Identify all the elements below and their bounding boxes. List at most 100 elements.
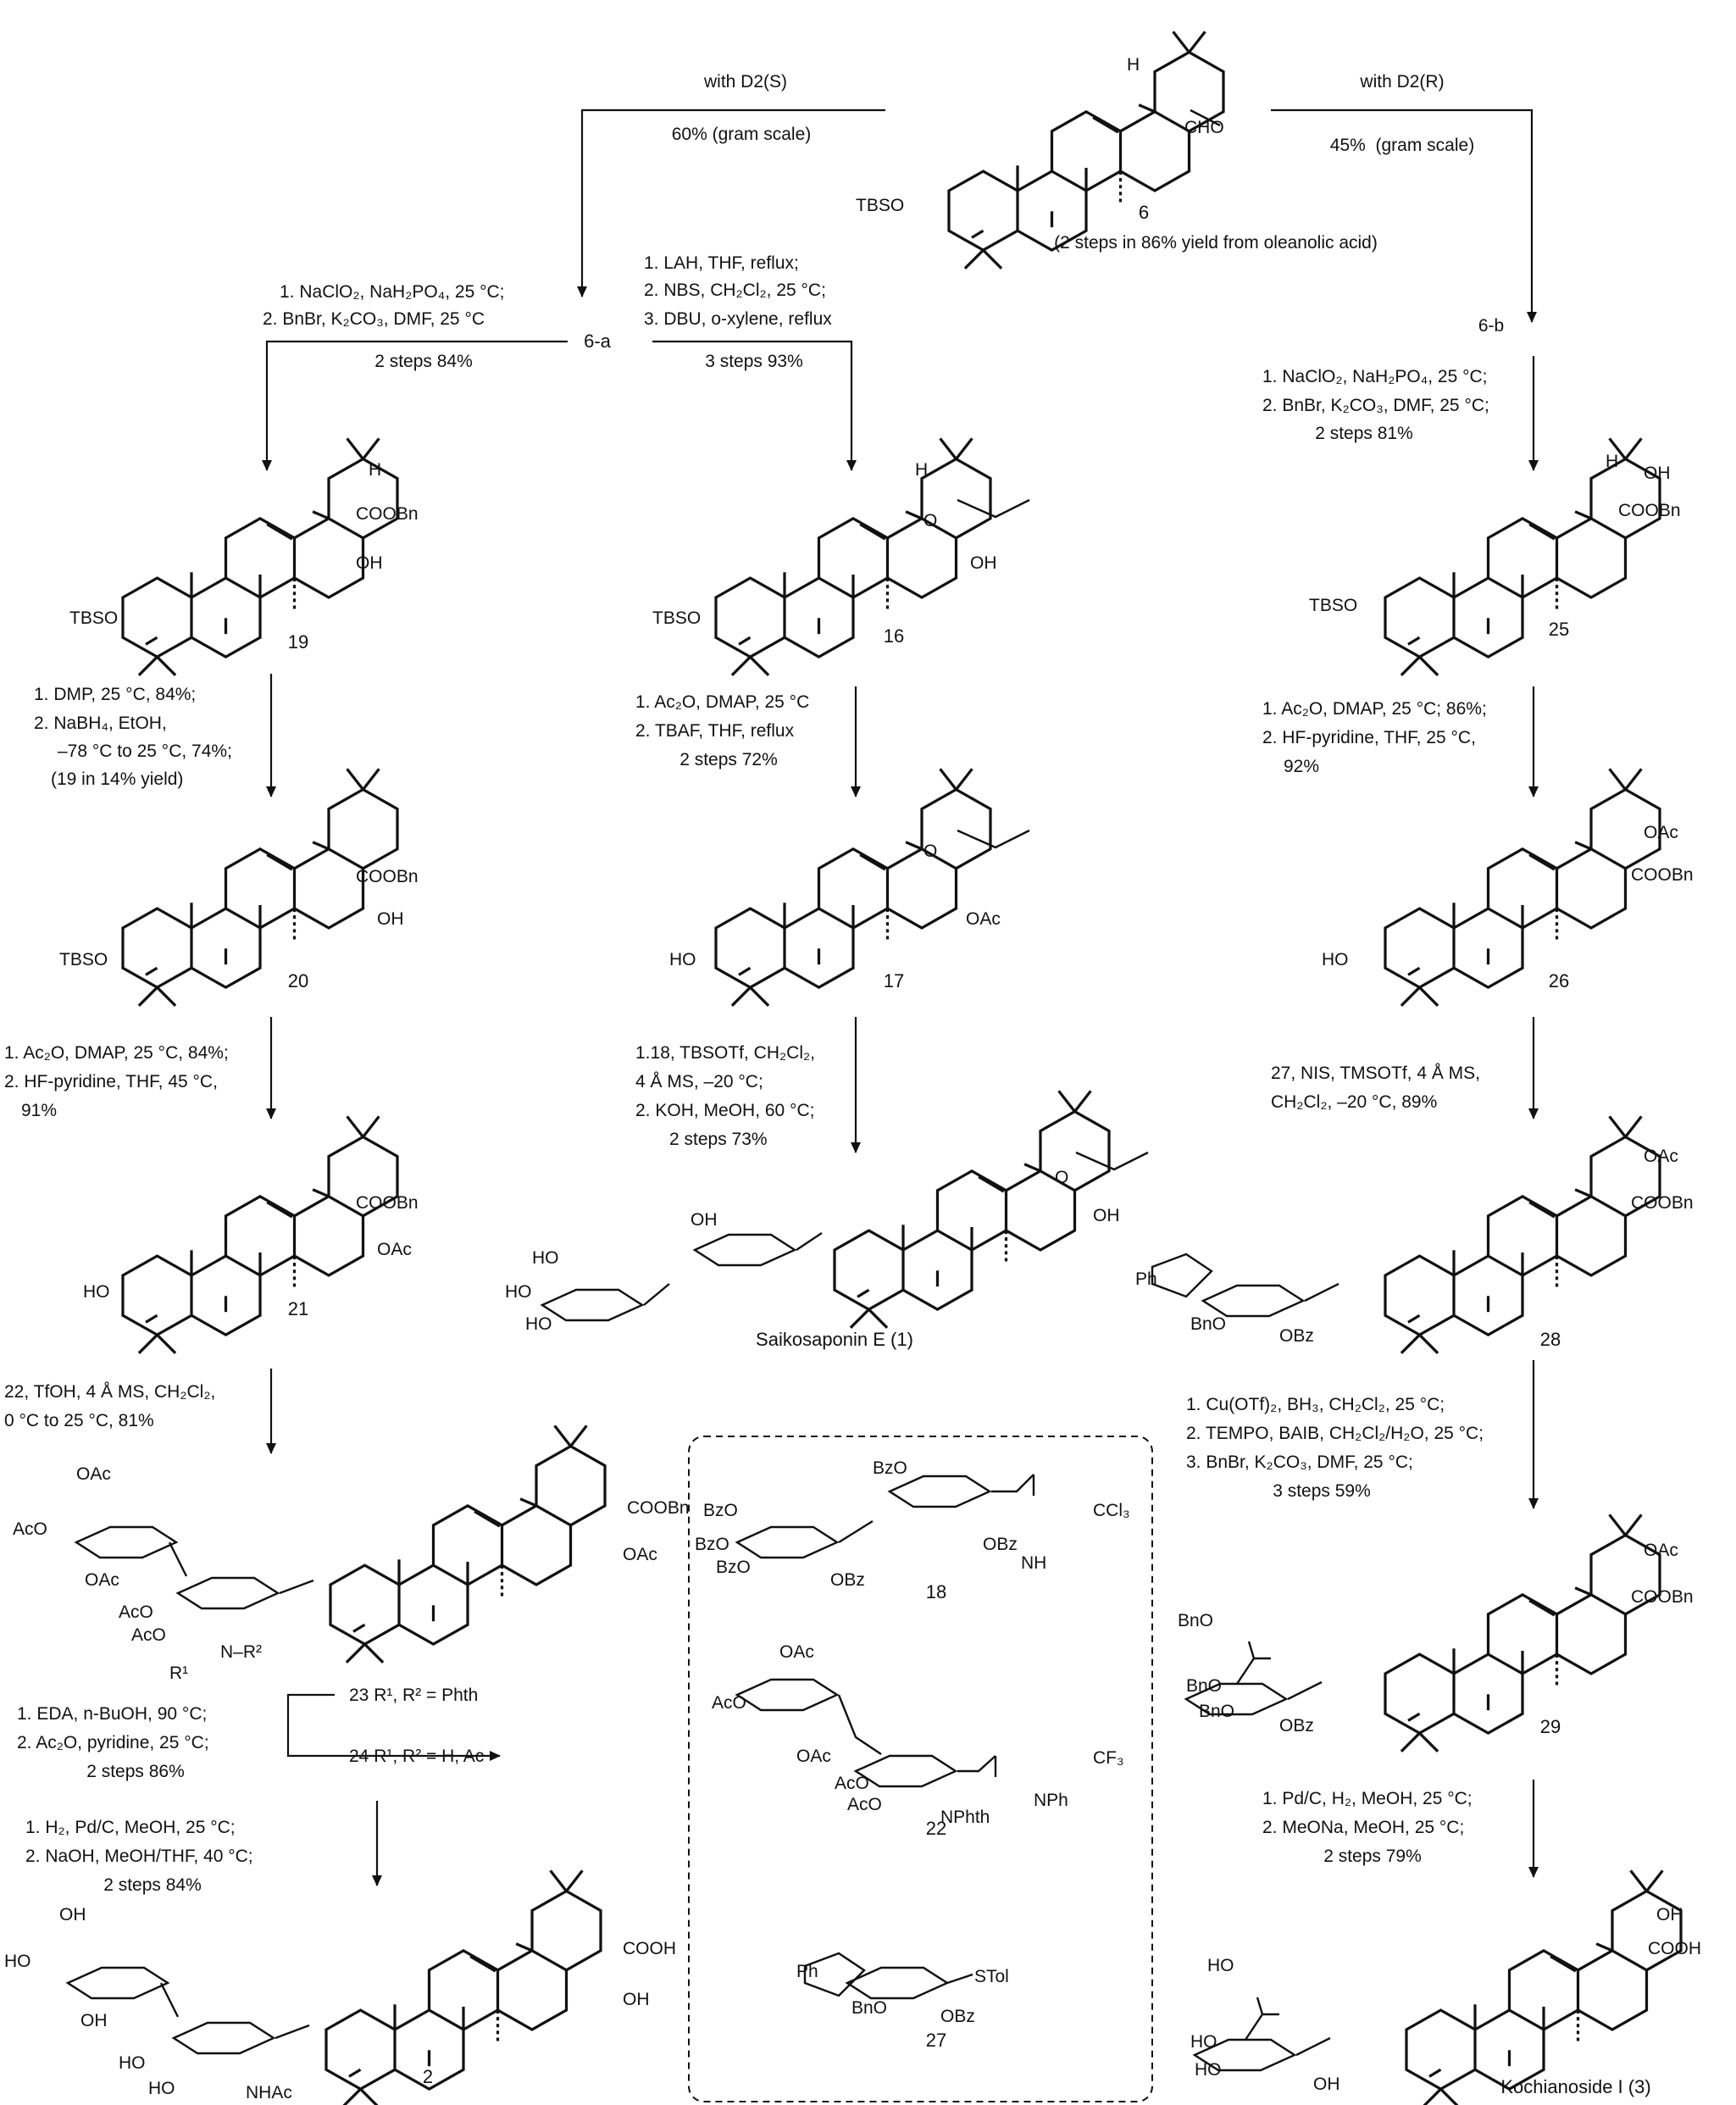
- arrow-6-to-6b: [1271, 108, 1537, 323]
- cmp-18: 18: [925, 1581, 947, 1602]
- cond-f2: 2. HF-pyridine, THF, 25 °C,: [1262, 728, 1476, 747]
- structure-26: [1384, 767, 1661, 1008]
- atom-oh-2: OH: [59, 1905, 86, 1924]
- cond-with-d2s: with D2(S): [703, 72, 788, 92]
- structure-22: [735, 1678, 997, 1788]
- atom-ho-1b: HO: [505, 1282, 532, 1302]
- atom-cf3-22: CF₃: [1093, 1748, 1124, 1768]
- cond-f3: 92%: [1284, 757, 1320, 776]
- atom-bzo-18d: BzO: [716, 1558, 751, 1577]
- arrow-6a-to-19: [262, 340, 568, 471]
- atom-ph-27: Ph: [796, 1962, 818, 1981]
- cond-g1: 1. Ac₂O, DMAP, 25 °C, 84%;: [4, 1043, 229, 1063]
- structure-29: [1184, 1513, 1661, 1753]
- atom-oh-16: OH: [970, 553, 997, 573]
- cond-a1: 1. NaClO₂, NaH₂PO₄, 25 °C;: [280, 282, 505, 302]
- structure-21: [121, 1114, 399, 1355]
- atom-ph-28: Ph: [1135, 1269, 1157, 1289]
- atom-nh-18: NH: [1021, 1553, 1047, 1573]
- atom-aco-22: AcO: [712, 1693, 746, 1713]
- atom-oh-20: OH: [377, 909, 404, 929]
- cond-h4: 2 steps 73%: [669, 1130, 768, 1149]
- cond-i1: 27, NIS, TMSOTf, 4 Å MS,: [1271, 1064, 1481, 1083]
- cond-m1: 1. H₂, Pd/C, MeOH, 25 °C;: [25, 1818, 236, 1837]
- atom-bno-28: BnO: [1190, 1314, 1227, 1334]
- atom-ho-1c: HO: [525, 1314, 552, 1334]
- atom-oac-28: OAc: [1644, 1147, 1678, 1166]
- cond-c2: 2. BnBr, K₂CO₃, DMF, 25 °C;: [1262, 396, 1489, 415]
- atom-oh-3b: OH: [1656, 1905, 1683, 1924]
- atom-aco-23: AcO: [13, 1519, 47, 1539]
- cmp-16: 16: [883, 625, 905, 647]
- atom-oh-25: OH: [1644, 464, 1671, 483]
- atom-ho-3c: HO: [1195, 2060, 1222, 2080]
- atom-tbso-25: TBSO: [1309, 596, 1358, 615]
- cond-e1: 1. Ac₂O, DMAP, 25 °C: [635, 692, 810, 712]
- cond-d3: –78 °C to 25 °C, 74%;: [58, 741, 232, 761]
- atom-aco-22b: AcO: [835, 1774, 869, 1793]
- atom-nhac-2: NHAc: [246, 2083, 292, 2102]
- cond-m3: 2 steps 84%: [103, 1875, 202, 1895]
- structure-3: [1193, 1869, 1683, 2105]
- cmp-6b: 6-b: [1478, 316, 1505, 336]
- cmp-17: 17: [883, 970, 905, 991]
- cmp-6a: 6-a: [584, 330, 611, 352]
- atom-oh-1: OH: [691, 1210, 718, 1230]
- structure-23: [75, 1424, 607, 1664]
- cond-h1: 1.18, TBSOTf, CH₂Cl₂,: [635, 1043, 815, 1063]
- atom-obz-29: OBz: [1279, 1716, 1314, 1736]
- atom-oac-22b: OAc: [796, 1747, 831, 1766]
- atom-bno-29b: BnO: [1186, 1676, 1223, 1696]
- atom-cho-6: CHO: [1184, 118, 1224, 137]
- cond-l1: 1. EDA, n-BuOH, 90 °C;: [17, 1704, 208, 1724]
- atom-ccl3-18: CCl₃: [1093, 1501, 1130, 1520]
- atom-tbso-19: TBSO: [69, 608, 119, 628]
- atom-coobn-25: COOBn: [1618, 501, 1681, 520]
- cond-c1: 1. NaClO₂, NaH₂PO₄, 25 °C;: [1262, 367, 1488, 386]
- atom-obz-18: OBz: [830, 1570, 865, 1590]
- donor-box: [688, 1436, 1153, 2102]
- atom-h-16: H: [915, 460, 929, 480]
- cmp-23-label: 23 R¹, R² = Phth: [349, 1686, 479, 1705]
- atom-coobn-19: COOBn: [356, 504, 419, 524]
- cond-d1: 1. DMP, 25 °C, 84%;: [34, 685, 197, 704]
- cond-b2: 2. NBS, CH₂Cl₂, 25 °C;: [644, 280, 826, 300]
- atom-aco-23c: AcO: [131, 1625, 166, 1645]
- atom-tbso-20: TBSO: [59, 950, 108, 969]
- cond-a3: 2 steps 84%: [374, 352, 473, 371]
- atom-coobn-28: COOBn: [1631, 1193, 1694, 1213]
- atom-ho-2b: HO: [119, 2053, 146, 2073]
- atom-bzo-18c: BzO: [695, 1535, 729, 1554]
- atom-bno-29a: BnO: [1178, 1611, 1214, 1630]
- cmp-29: 29: [1539, 1716, 1561, 1737]
- structure-25: [1384, 436, 1661, 677]
- atom-oac-21: OAc: [377, 1240, 412, 1259]
- cmp-26: 26: [1548, 970, 1570, 991]
- cond-i2: CH₂Cl₂, –20 °C, 89%: [1271, 1092, 1438, 1112]
- cond-e2: 2. TBAF, THF, reflux: [635, 721, 795, 741]
- atom-cooh-3: COOH: [1648, 1939, 1701, 1958]
- atom-bno-27: BnO: [851, 1998, 888, 2018]
- atom-oh-2b: OH: [80, 2011, 108, 2030]
- atom-r1-23: R¹: [169, 1663, 189, 1683]
- cond-k1: 1. Cu(OTf)₂, BH₃, CH₂Cl₂, 25 °C;: [1186, 1395, 1445, 1414]
- note-cmp6: (2 steps in 86% yield from oleanolic aci…: [1054, 233, 1378, 253]
- atom-aco-23b: AcO: [119, 1602, 153, 1622]
- cond-with-d2r: with D2(R): [1360, 72, 1445, 92]
- structure-17: [714, 767, 1030, 1008]
- cond-c3: 2 steps 81%: [1315, 424, 1413, 443]
- cond-n2: 2. MeONa, MeOH, 25 °C;: [1262, 1818, 1465, 1837]
- atom-obz-27: OBz: [940, 2007, 975, 2026]
- atom-oac-23b: OAc: [85, 1570, 119, 1590]
- cmp-21: 21: [287, 1298, 309, 1319]
- atom-nph-22: NPh: [1034, 1791, 1068, 1810]
- structure-18: [735, 1474, 1035, 1559]
- cond-n1: 1. Pd/C, H₂, MeOH, 25 °C;: [1262, 1789, 1473, 1808]
- atom-coobn-21: COOBn: [356, 1193, 419, 1213]
- atom-nr2-23: N–R²: [220, 1642, 263, 1662]
- atom-ho-3b: HO: [1190, 2032, 1217, 2052]
- cmp-1: Saikosaponin E (1): [756, 1329, 913, 1350]
- atom-oac-23: OAc: [76, 1464, 111, 1484]
